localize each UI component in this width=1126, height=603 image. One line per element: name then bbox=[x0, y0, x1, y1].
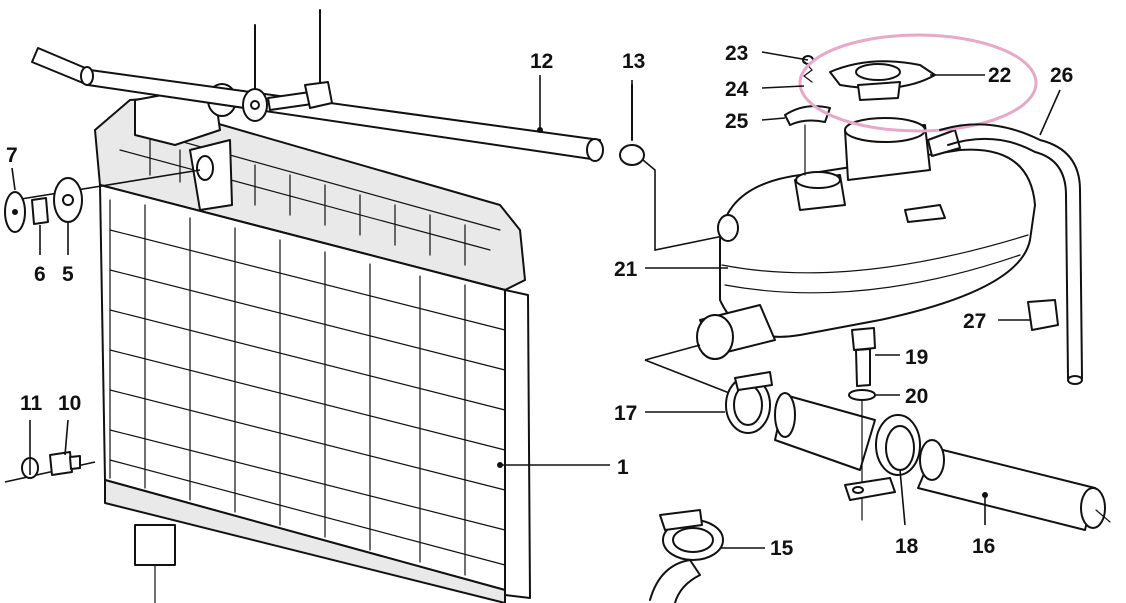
clamp-13 bbox=[619, 84, 729, 251]
callout-15: 15 bbox=[770, 537, 794, 560]
callout-labels: 1 5 6 7 10 11 12 13 15 16 17 18 19 20 21… bbox=[6, 42, 1073, 560]
callout-12: 12 bbox=[530, 50, 553, 73]
callout-19: 19 bbox=[905, 346, 928, 369]
callout-27: 27 bbox=[963, 310, 986, 333]
expansion-tank bbox=[696, 117, 1036, 360]
callout-6: 6 bbox=[34, 263, 46, 286]
callout-17: 17 bbox=[614, 402, 637, 425]
callout-23: 23 bbox=[725, 42, 748, 65]
bolt-washer-top bbox=[242, 9, 333, 122]
callout-11: 11 bbox=[20, 392, 43, 415]
callout-20: 20 bbox=[905, 385, 928, 408]
clamp-15 bbox=[649, 509, 724, 603]
callout-7: 7 bbox=[6, 144, 18, 167]
callout-22: 22 bbox=[988, 64, 1011, 87]
callout-21: 21 bbox=[614, 258, 638, 281]
callout-1: 1 bbox=[617, 456, 629, 479]
clip-27 bbox=[1027, 299, 1059, 331]
highlight-circle bbox=[798, 33, 1038, 133]
mount-parts-5-6-7 bbox=[4, 169, 201, 233]
callout-26: 26 bbox=[1050, 64, 1073, 87]
callout-16: 16 bbox=[972, 535, 995, 558]
callout-24: 24 bbox=[725, 78, 749, 101]
callout-5: 5 bbox=[62, 263, 74, 286]
drain-plug-10-11 bbox=[4, 451, 96, 483]
callout-10: 10 bbox=[58, 392, 81, 415]
callout-13: 13 bbox=[622, 50, 645, 73]
radiator bbox=[94, 83, 531, 603]
callout-25: 25 bbox=[725, 110, 749, 133]
leader-lines bbox=[11, 51, 1061, 549]
callout-18: 18 bbox=[895, 535, 919, 558]
lower-hose-parts bbox=[644, 327, 1111, 531]
overflow-hose bbox=[939, 123, 1083, 385]
